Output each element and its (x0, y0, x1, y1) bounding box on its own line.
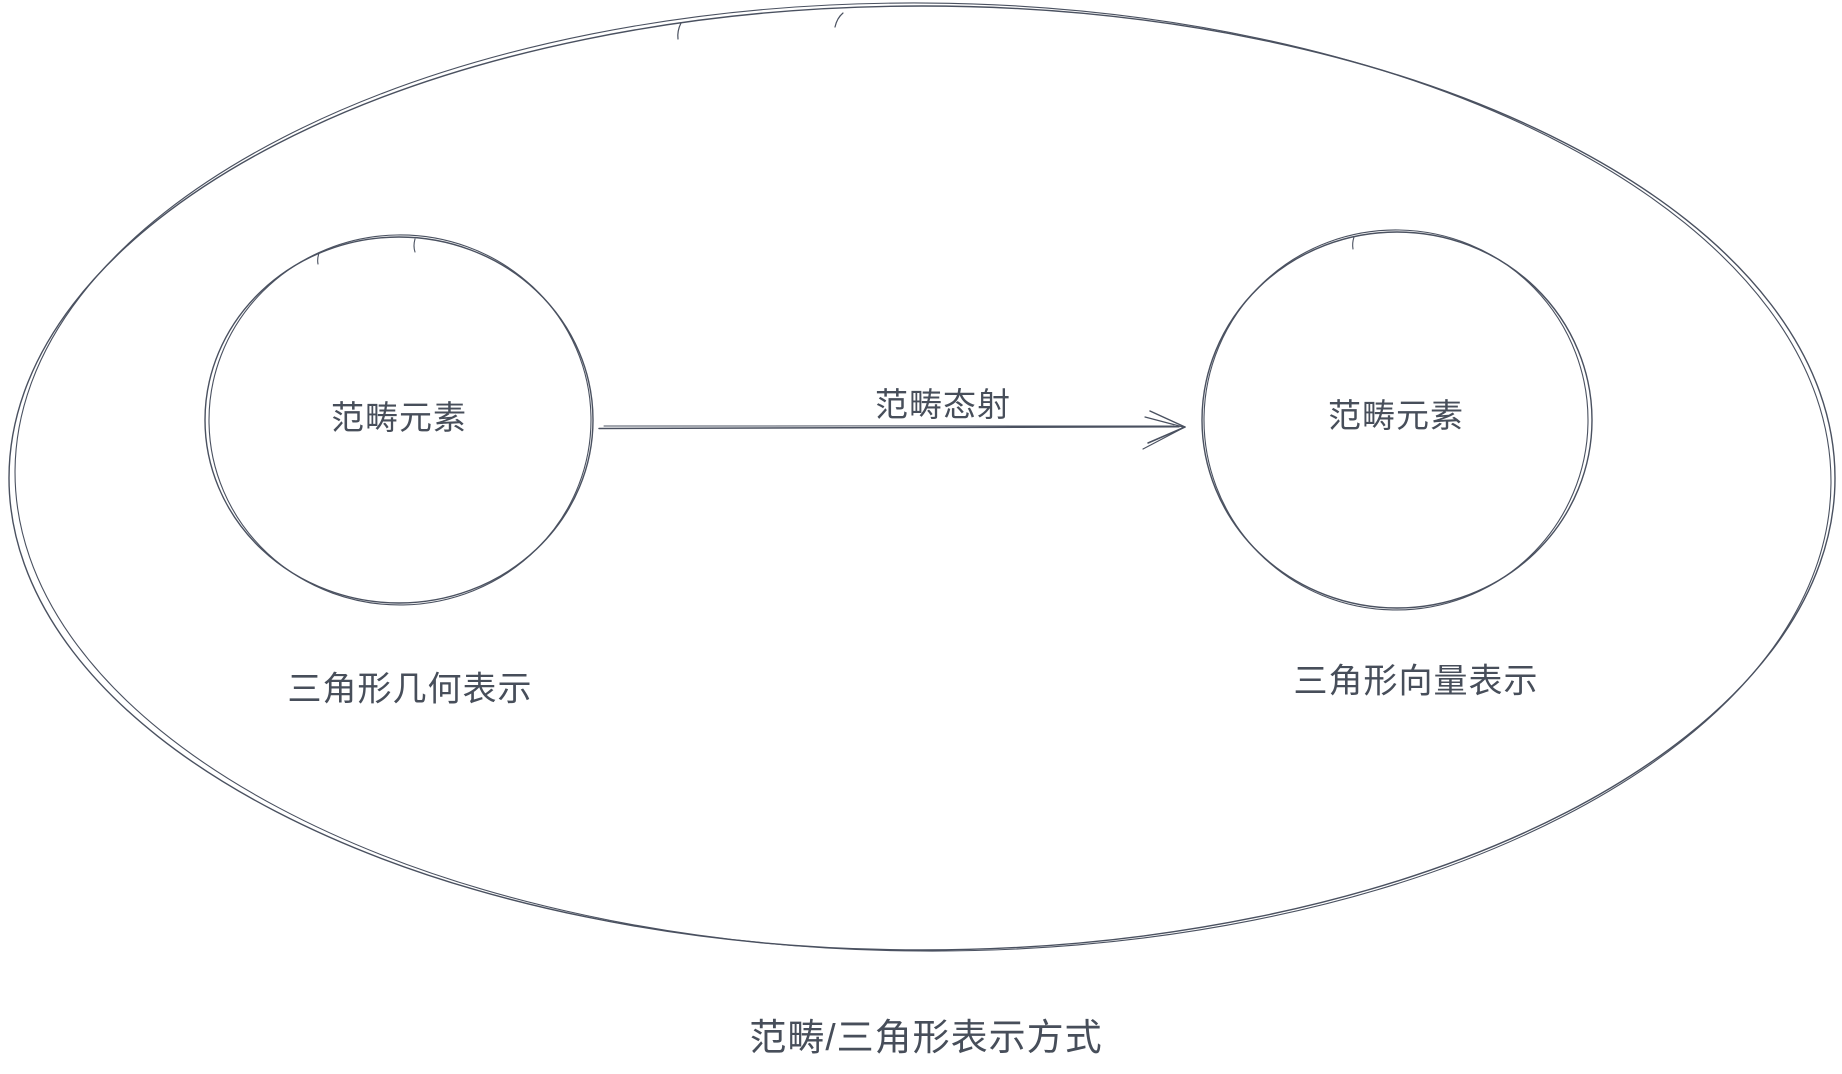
outer-category-ellipse (8, 2, 1836, 952)
morphism-arrow (598, 410, 1186, 450)
pen-hook-icon (1352, 236, 1355, 250)
arrowhead-icon (1142, 410, 1186, 450)
right-circle (1201, 229, 1593, 611)
left-circle-caption: 三角形几何表示 (287, 670, 533, 709)
diagram-title: 范畴/三角形表示方式 (749, 1016, 1103, 1058)
left-circle (204, 234, 594, 606)
morphism-arrow-label: 范畴态射 (875, 386, 1011, 424)
right-circle-label: 范畴元素 (1328, 397, 1464, 435)
pen-hook-icon (413, 238, 416, 253)
right-circle-caption: 三角形向量表示 (1293, 662, 1539, 701)
pen-hook-icon (677, 22, 682, 40)
pen-hook-icon (317, 252, 320, 265)
left-circle-label: 范畴元素 (331, 399, 467, 437)
pen-hook-icon (834, 12, 844, 28)
